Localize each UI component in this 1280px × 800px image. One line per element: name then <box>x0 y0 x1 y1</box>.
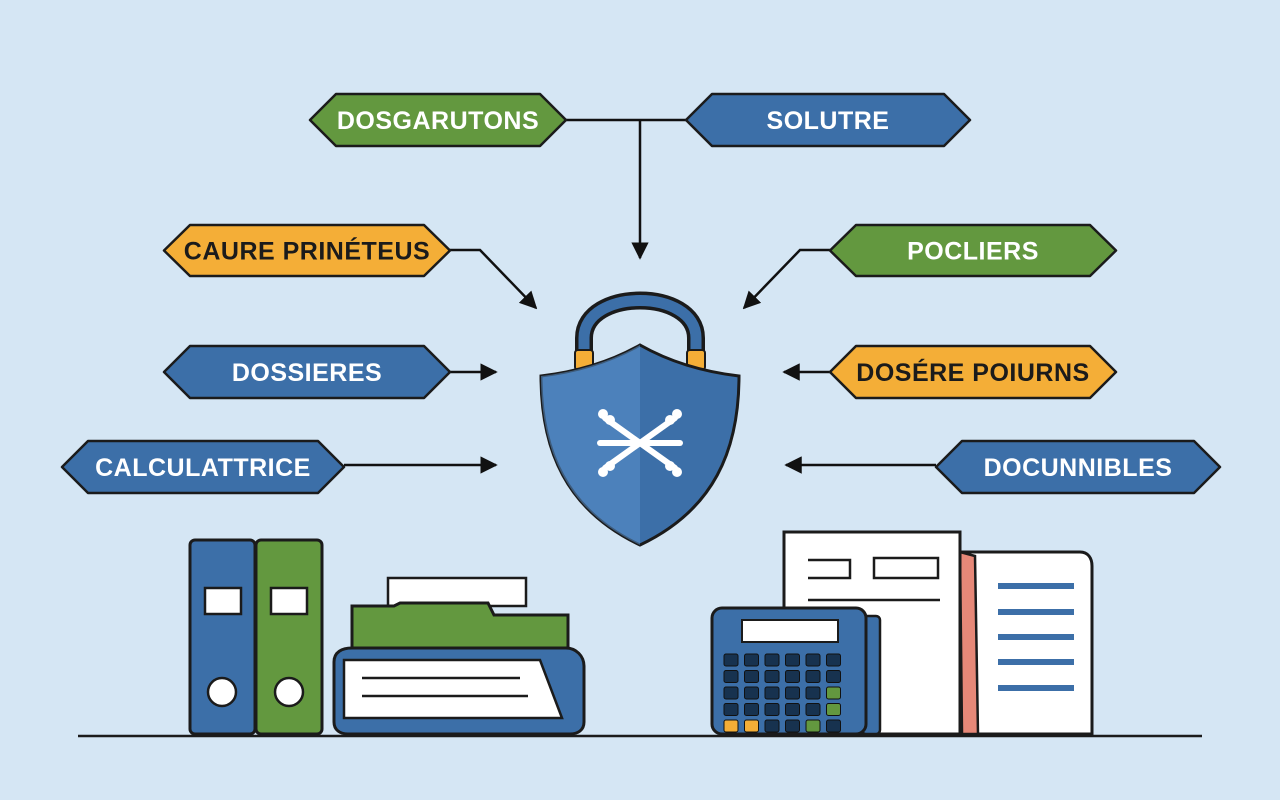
label-tag-text: POCLIERS <box>907 238 1039 266</box>
calculator-key <box>764 703 780 716</box>
calculator-key <box>764 719 780 733</box>
calculator-key <box>723 719 739 733</box>
label-tag: CAURE PRINÉTEUS <box>162 223 452 278</box>
calculator-key <box>744 653 759 667</box>
calculator-key <box>744 686 759 700</box>
calculator-key <box>826 686 841 700</box>
calculator-key <box>826 703 841 716</box>
calculator-key <box>744 703 759 716</box>
calculator-key <box>744 719 759 733</box>
calculator-key <box>785 686 800 700</box>
calculator-key <box>764 670 780 683</box>
label-tag-shape <box>60 439 346 495</box>
label-tag-text: CAURE PRINÉTEUS <box>184 237 430 266</box>
label-tags: DOSGARUTONS SOLUTRE CAURE PRINÉTEUS POCLIER… <box>60 92 1222 495</box>
label-tag-text: DOSGARUTONS <box>337 107 539 135</box>
label-tag: SOLUTRE <box>684 92 972 148</box>
connector-left-row1 <box>450 248 538 310</box>
calculator-key <box>785 719 800 733</box>
calculator-key <box>826 653 841 667</box>
calculator-key <box>723 653 739 667</box>
label-tag-shape <box>828 223 1118 278</box>
label-tag: DOSGARUTONS <box>308 92 568 148</box>
label-tag: DOSÉRE POIURNS <box>828 344 1118 400</box>
calculator-key <box>764 686 780 700</box>
label-tag-shape <box>934 439 1222 495</box>
calculator-keypad <box>723 653 841 733</box>
calculator-key <box>785 703 800 716</box>
label-tag: CALCULATTRICE <box>60 439 346 495</box>
calculator-key <box>785 670 800 683</box>
folder-tray-icon <box>332 576 586 736</box>
calculator-key <box>723 670 739 683</box>
label-tag-shape <box>162 223 452 278</box>
label-tag-shape <box>828 344 1118 400</box>
calculator-key <box>805 719 821 733</box>
label-tag-text: CALCULATTRICE <box>95 454 311 482</box>
calculator-key <box>826 670 841 683</box>
connectors <box>344 118 936 474</box>
calculator-key <box>785 653 800 667</box>
label-tag-text: SOLUTRE <box>767 107 890 135</box>
label-tag: DOSSIERES <box>162 344 452 400</box>
shield-lock-icon <box>539 291 741 547</box>
calculator-key <box>764 653 780 667</box>
connector-right-row1 <box>742 248 830 310</box>
calculator-icon <box>710 606 882 736</box>
binder-icon <box>188 538 324 736</box>
calculator-key <box>826 719 841 733</box>
label-tag-text: DOSÉRE POIURNS <box>856 358 1089 387</box>
calculator-key <box>805 703 821 716</box>
calculator-key <box>805 653 821 667</box>
label-tag: DOCUNNIBLES <box>934 439 1222 495</box>
label-tag-shape <box>308 92 568 148</box>
label-tag-shape <box>684 92 972 148</box>
label-tag-text: DOSSIERES <box>232 359 382 387</box>
calculator-key <box>723 686 739 700</box>
calculator-key <box>805 670 821 683</box>
calculator-key <box>723 703 739 716</box>
label-tag-text: DOCUNNIBLES <box>984 454 1173 482</box>
label-tag-shape <box>162 344 452 400</box>
calculator-key <box>744 670 759 683</box>
label-tag: POCLIERS <box>828 223 1118 278</box>
calculator-key <box>805 686 821 700</box>
